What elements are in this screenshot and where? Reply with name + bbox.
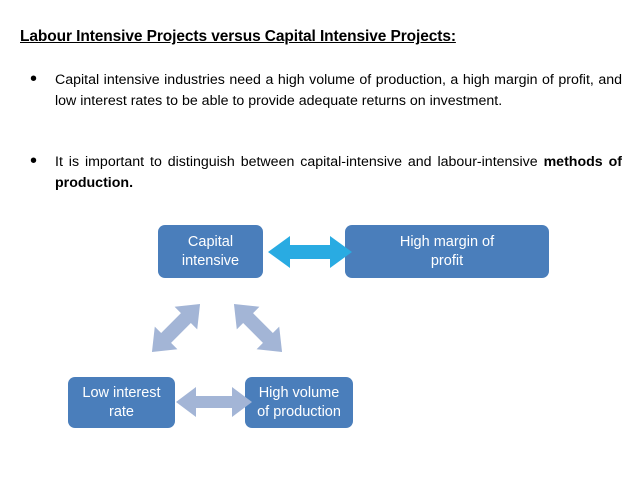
node-label-line1: Low interest — [82, 384, 161, 401]
bullet-marker-icon: • — [30, 68, 38, 90]
page-title: Labour Intensive Projects versus Capital… — [20, 28, 456, 45]
bullet-text-2: It is important to distinguish between c… — [55, 152, 622, 193]
double-arrow-icon-diagonal-right[interactable] — [222, 292, 294, 364]
node-label-line2: profit — [430, 252, 464, 269]
bullet-item-1: • Capital intensive industries need a hi… — [30, 68, 622, 111]
node-label-line2: of production — [257, 403, 341, 420]
node-label-line2: rate — [109, 403, 134, 420]
double-arrow-icon-bottom[interactable] — [176, 384, 252, 420]
diagram-node-high-margin-of-profit[interactable]: High margin of profit — [345, 225, 549, 278]
bullet-text-2-normal: It is important to distinguish between c… — [55, 154, 544, 170]
diagram-node-low-interest-rate[interactable]: Low interest rate — [68, 377, 175, 428]
bullet-text-1-normal: Capital intensive industries need a high… — [55, 72, 622, 109]
bullet-item-2: • It is important to distinguish between… — [30, 150, 622, 193]
node-label-line1: High margin of — [399, 233, 495, 250]
double-arrow-icon-top[interactable] — [268, 232, 352, 272]
bullet-text-2-bold: methods of production. — [55, 154, 622, 191]
node-label-line1: Capital — [187, 233, 234, 250]
double-arrow-icon-diagonal-left[interactable] — [140, 292, 212, 364]
bullet-text-1: Capital intensive industries need a high… — [55, 70, 622, 111]
diagram-node-capital-intensive[interactable]: Capital intensive — [158, 225, 263, 278]
diagram-node-high-volume-of-production[interactable]: High volume of production — [245, 377, 353, 428]
node-label-line1: High volume — [258, 384, 340, 401]
bullet-marker-icon: • — [30, 150, 38, 172]
node-label-line2: intensive — [181, 252, 240, 269]
